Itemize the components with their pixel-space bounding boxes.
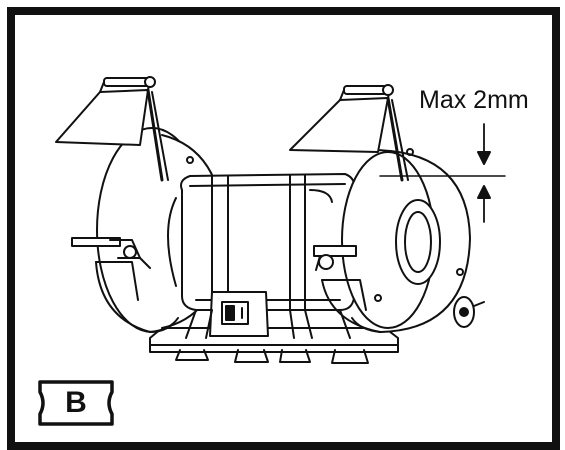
switch-panel xyxy=(209,291,269,337)
motor-housing xyxy=(167,173,363,311)
section-badge-letter: B xyxy=(65,386,87,419)
max-gap-label: Max 2mm xyxy=(419,86,529,114)
right-eye-shield xyxy=(289,84,409,182)
arrow-down-icon xyxy=(477,123,491,165)
left-tool-rest xyxy=(71,237,151,269)
right-tool-rest xyxy=(313,245,357,271)
arrow-up-icon xyxy=(477,185,491,223)
spark-deflector-knob xyxy=(453,296,485,328)
section-badge xyxy=(38,380,114,426)
left-eye-shield xyxy=(55,76,169,182)
right-wheel-guard xyxy=(321,148,471,333)
